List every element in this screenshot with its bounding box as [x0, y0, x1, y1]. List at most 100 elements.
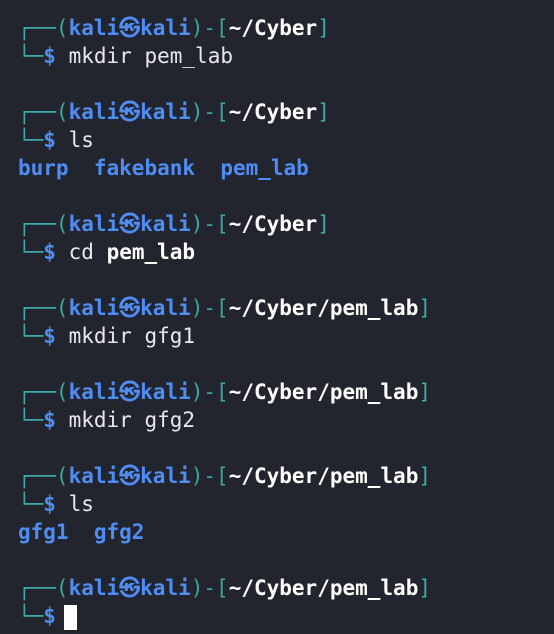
prompt-bottom-corner: └─: [18, 128, 44, 152]
prompt-path: ~/Cyber/pem_lab: [228, 296, 419, 320]
prompt-dollar: $: [43, 604, 56, 628]
prompt-user: kali: [68, 464, 120, 488]
directory-entry: fakebank: [93, 156, 196, 180]
prompt-path: ~/Cyber/pem_lab: [228, 380, 419, 404]
command-line: └─$ mkdir gfg2: [18, 406, 195, 434]
prompt-dollar: $: [43, 408, 56, 432]
prompt-separator: )-: [190, 100, 217, 124]
prompt-bottom-corner: └─: [18, 492, 44, 516]
prompt-separator: )-: [190, 212, 217, 236]
prompt-close-bracket: ]: [317, 16, 330, 40]
prompt-line: ┌──(kali㉿kali)-[~/Cyber/pem_lab]: [18, 378, 431, 406]
directory-entry: pem_lab: [220, 156, 309, 180]
prompt-host: kali: [140, 576, 191, 600]
command-arg: gfg1: [144, 324, 196, 348]
prompt-line: ┌──(kali㉿kali)-[~/Cyber]: [18, 14, 330, 42]
prompt-open-bracket: [: [216, 212, 229, 236]
text-cursor[interactable]: [63, 604, 77, 630]
prompt-path: ~/Cyber: [228, 16, 318, 40]
command-output: burp fakebank pem_lab: [18, 154, 309, 182]
prompt-separator: )-: [190, 16, 217, 40]
prompt-top-corner: ┌──(: [18, 212, 69, 236]
prompt-path: ~/Cyber: [228, 100, 318, 124]
prompt-dollar: $: [43, 240, 56, 264]
prompt-line: ┌──(kali㉿kali)-[~/Cyber]: [18, 98, 330, 126]
prompt-top-corner: ┌──(: [18, 464, 69, 488]
prompt-path: ~/Cyber/pem_lab: [228, 576, 419, 600]
prompt-dollar: $: [43, 324, 56, 348]
command-line: └─$ mkdir gfg1: [18, 322, 195, 350]
command-name: mkdir: [68, 408, 132, 432]
prompt-line: ┌──(kali㉿kali)-[~/Cyber]: [18, 210, 330, 238]
prompt-host: kali: [140, 464, 191, 488]
prompt-close-bracket: ]: [317, 100, 330, 124]
prompt-host: kali: [140, 100, 191, 124]
prompt-at-symbol: ㉿: [119, 16, 141, 40]
command-line: └─$ ls: [18, 126, 94, 154]
prompt-top-corner: ┌──(: [18, 380, 69, 404]
prompt-bottom-corner: └─: [18, 240, 44, 264]
prompt-open-bracket: [: [216, 16, 229, 40]
command-name: cd: [68, 240, 94, 264]
prompt-close-bracket: ]: [317, 212, 330, 236]
command-line: └─$ cd pem_lab: [18, 238, 195, 266]
command-name: mkdir: [68, 324, 132, 348]
command-arg: gfg2: [144, 408, 196, 432]
prompt-at-symbol: ㉿: [119, 296, 141, 320]
prompt-separator: )-: [190, 296, 217, 320]
prompt-user: kali: [68, 100, 120, 124]
prompt-separator: )-: [190, 380, 217, 404]
directory-entry: burp: [18, 156, 69, 180]
prompt-host: kali: [140, 212, 191, 236]
prompt-bottom-corner: └─: [18, 44, 44, 68]
prompt-close-bracket: ]: [418, 380, 431, 404]
command-line: └─$ ls: [18, 490, 94, 518]
prompt-separator: )-: [190, 464, 217, 488]
prompt-user: kali: [68, 212, 120, 236]
active-command-line[interactable]: └─$: [18, 602, 77, 630]
prompt-bottom-corner: └─: [18, 604, 44, 628]
prompt-open-bracket: [: [216, 296, 229, 320]
prompt-top-corner: ┌──(: [18, 296, 69, 320]
prompt-bottom-corner: └─: [18, 408, 44, 432]
command-name: ls: [68, 492, 94, 516]
directory-entry: gfg1: [18, 520, 69, 544]
prompt-line: ┌──(kali㉿kali)-[~/Cyber/pem_lab]: [18, 574, 431, 602]
prompt-close-bracket: ]: [418, 464, 431, 488]
prompt-top-corner: ┌──(: [18, 576, 69, 600]
prompt-at-symbol: ㉿: [119, 464, 141, 488]
prompt-top-corner: ┌──(: [18, 16, 69, 40]
command-line: └─$ mkdir pem_lab: [18, 42, 233, 70]
prompt-separator: )-: [190, 576, 217, 600]
command-arg: pem_lab: [144, 44, 233, 68]
prompt-close-bracket: ]: [418, 296, 431, 320]
prompt-open-bracket: [: [216, 380, 229, 404]
prompt-at-symbol: ㉿: [119, 212, 141, 236]
prompt-open-bracket: [: [216, 464, 229, 488]
prompt-path: ~/Cyber/pem_lab: [228, 464, 419, 488]
command-arg: pem_lab: [106, 240, 196, 264]
prompt-line: ┌──(kali㉿kali)-[~/Cyber/pem_lab]: [18, 462, 431, 490]
command-name: mkdir: [68, 44, 132, 68]
directory-entry: gfg2: [93, 520, 145, 544]
prompt-at-symbol: ㉿: [119, 100, 141, 124]
prompt-at-symbol: ㉿: [119, 576, 141, 600]
prompt-host: kali: [140, 16, 191, 40]
prompt-top-corner: ┌──(: [18, 100, 69, 124]
prompt-user: kali: [68, 576, 120, 600]
prompt-close-bracket: ]: [418, 576, 431, 600]
prompt-line: ┌──(kali㉿kali)-[~/Cyber/pem_lab]: [18, 294, 431, 322]
prompt-dollar: $: [43, 128, 56, 152]
prompt-bottom-corner: └─: [18, 324, 44, 348]
prompt-user: kali: [68, 380, 120, 404]
prompt-open-bracket: [: [216, 100, 229, 124]
prompt-host: kali: [140, 380, 191, 404]
command-name: ls: [68, 128, 94, 152]
prompt-path: ~/Cyber: [228, 212, 318, 236]
prompt-host: kali: [140, 296, 191, 320]
prompt-at-symbol: ㉿: [119, 380, 141, 404]
prompt-dollar: $: [43, 492, 56, 516]
prompt-dollar: $: [43, 44, 56, 68]
prompt-user: kali: [68, 16, 120, 40]
